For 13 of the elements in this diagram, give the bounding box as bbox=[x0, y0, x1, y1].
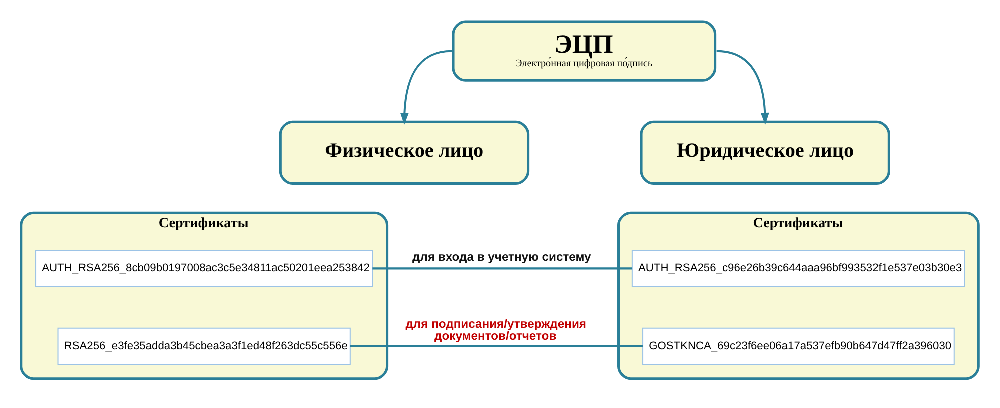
node-box: RSA256_e3fe35adda3b45cbea3a3f1ed48f263dc55c556e bbox=[58, 327, 351, 365]
arrow bbox=[716, 50, 770, 125]
node-box: AUTH_RSA256_c96e26b39c644aaa96bf993532f1e537e03b30e3 bbox=[632, 250, 966, 287]
connector bbox=[372, 267, 632, 270]
node-box: AUTH_RSA256_8cb09b0197008ac3c5e34811ac50201eea253842 bbox=[36, 250, 374, 287]
node-box: GOSTKNCA_69c23f6ee06a17a537efb90b647d47ff2a396030 bbox=[642, 327, 955, 365]
arrow bbox=[400, 50, 452, 125]
connector bbox=[350, 345, 643, 348]
node-box: Физическое лицо bbox=[279, 120, 530, 185]
edge-label: для подписания/утверждения документов/отчетов bbox=[406, 316, 586, 343]
edge-label: для входа в учетную систему bbox=[412, 250, 592, 264]
node-box: Юридическое лицо bbox=[640, 120, 890, 185]
node-box: ЭЦП Электро́нная цифровая по́дпись bbox=[452, 20, 717, 82]
